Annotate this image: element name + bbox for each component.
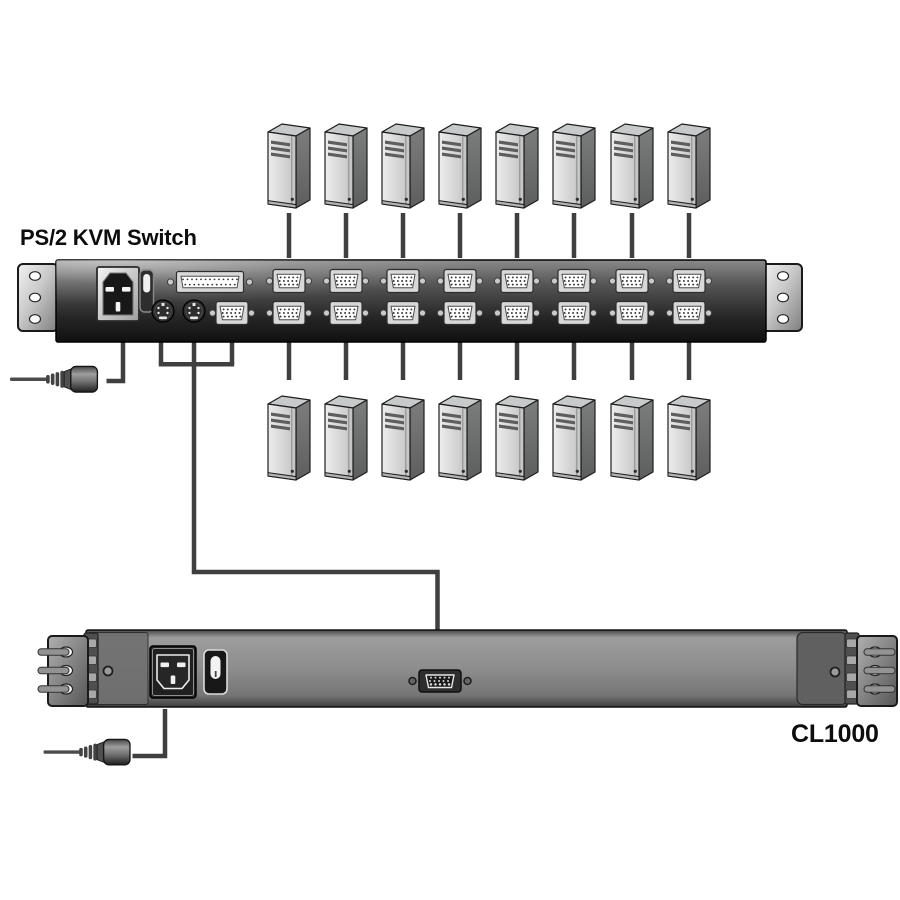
daisy-chain-db25-port: [166, 270, 254, 294]
computer-tower: [667, 123, 711, 209]
computer-tower: [667, 395, 711, 481]
power-switch: [203, 649, 228, 695]
slide-hinge: [844, 632, 860, 705]
computer-tower: [495, 123, 539, 209]
cpu-vga-port-top: [322, 268, 370, 294]
power-cord-plug: [43, 738, 131, 766]
bottom-computers-row: [267, 395, 711, 481]
computer-tower: [495, 395, 539, 481]
power-inlet: [149, 645, 197, 699]
cpu-vga-port-bottom: [265, 300, 313, 326]
cpu-vga-port-top: [265, 268, 313, 294]
computer-tower: [438, 395, 482, 481]
mounting-screw: [102, 665, 114, 677]
computer-tower: [552, 395, 596, 481]
cpu-vga-port-top: [665, 268, 713, 294]
console-vga-port: [208, 300, 256, 326]
cpu-vga-port-bottom: [322, 300, 370, 326]
cpu-vga-port-top: [493, 268, 541, 294]
computer-tower: [381, 123, 425, 209]
cpu-vga-port-top: [379, 268, 427, 294]
console-model-label: CL1000: [791, 720, 879, 748]
top-computers-row: [267, 123, 711, 209]
cpu-vga-port-top: [550, 268, 598, 294]
rack-bracket: [17, 263, 59, 332]
cl1000-console-device: [37, 629, 898, 708]
connection-lines: [106, 213, 692, 759]
computer-tower: [610, 395, 654, 481]
rack-bracket: [856, 635, 898, 707]
computer-tower: [324, 123, 368, 209]
computer-tower: [267, 395, 311, 481]
computer-tower: [438, 123, 482, 209]
ps2-keyboard-port: [151, 299, 175, 323]
ps2-mouse-port: [182, 299, 206, 323]
cpu-vga-port-bottom: [379, 300, 427, 326]
power-cord-plug: [10, 365, 99, 393]
console-vga-port: [408, 669, 472, 693]
power-cords: [10, 365, 131, 766]
cpu-vga-port-top: [608, 268, 656, 294]
cpu-vga-port-bottom: [550, 300, 598, 326]
kvm-switch-device: [17, 259, 803, 343]
cpu-vga-port-bottom: [436, 300, 484, 326]
rack-bracket: [37, 635, 89, 707]
computer-tower: [267, 123, 311, 209]
cpu-vga-port-bottom: [493, 300, 541, 326]
cpu-vga-port-top: [436, 268, 484, 294]
power-inlet: [96, 266, 140, 322]
computer-tower: [324, 395, 368, 481]
power-switch: [139, 269, 155, 313]
mounting-screw: [829, 666, 841, 678]
computer-tower: [610, 123, 654, 209]
computer-tower: [552, 123, 596, 209]
cpu-vga-port-bottom: [665, 300, 713, 326]
computer-tower: [381, 395, 425, 481]
cpu-vga-port-bottom: [608, 300, 656, 326]
rack-bracket: [761, 263, 803, 332]
kvm-switch-label: PS/2 KVM Switch: [20, 225, 197, 250]
